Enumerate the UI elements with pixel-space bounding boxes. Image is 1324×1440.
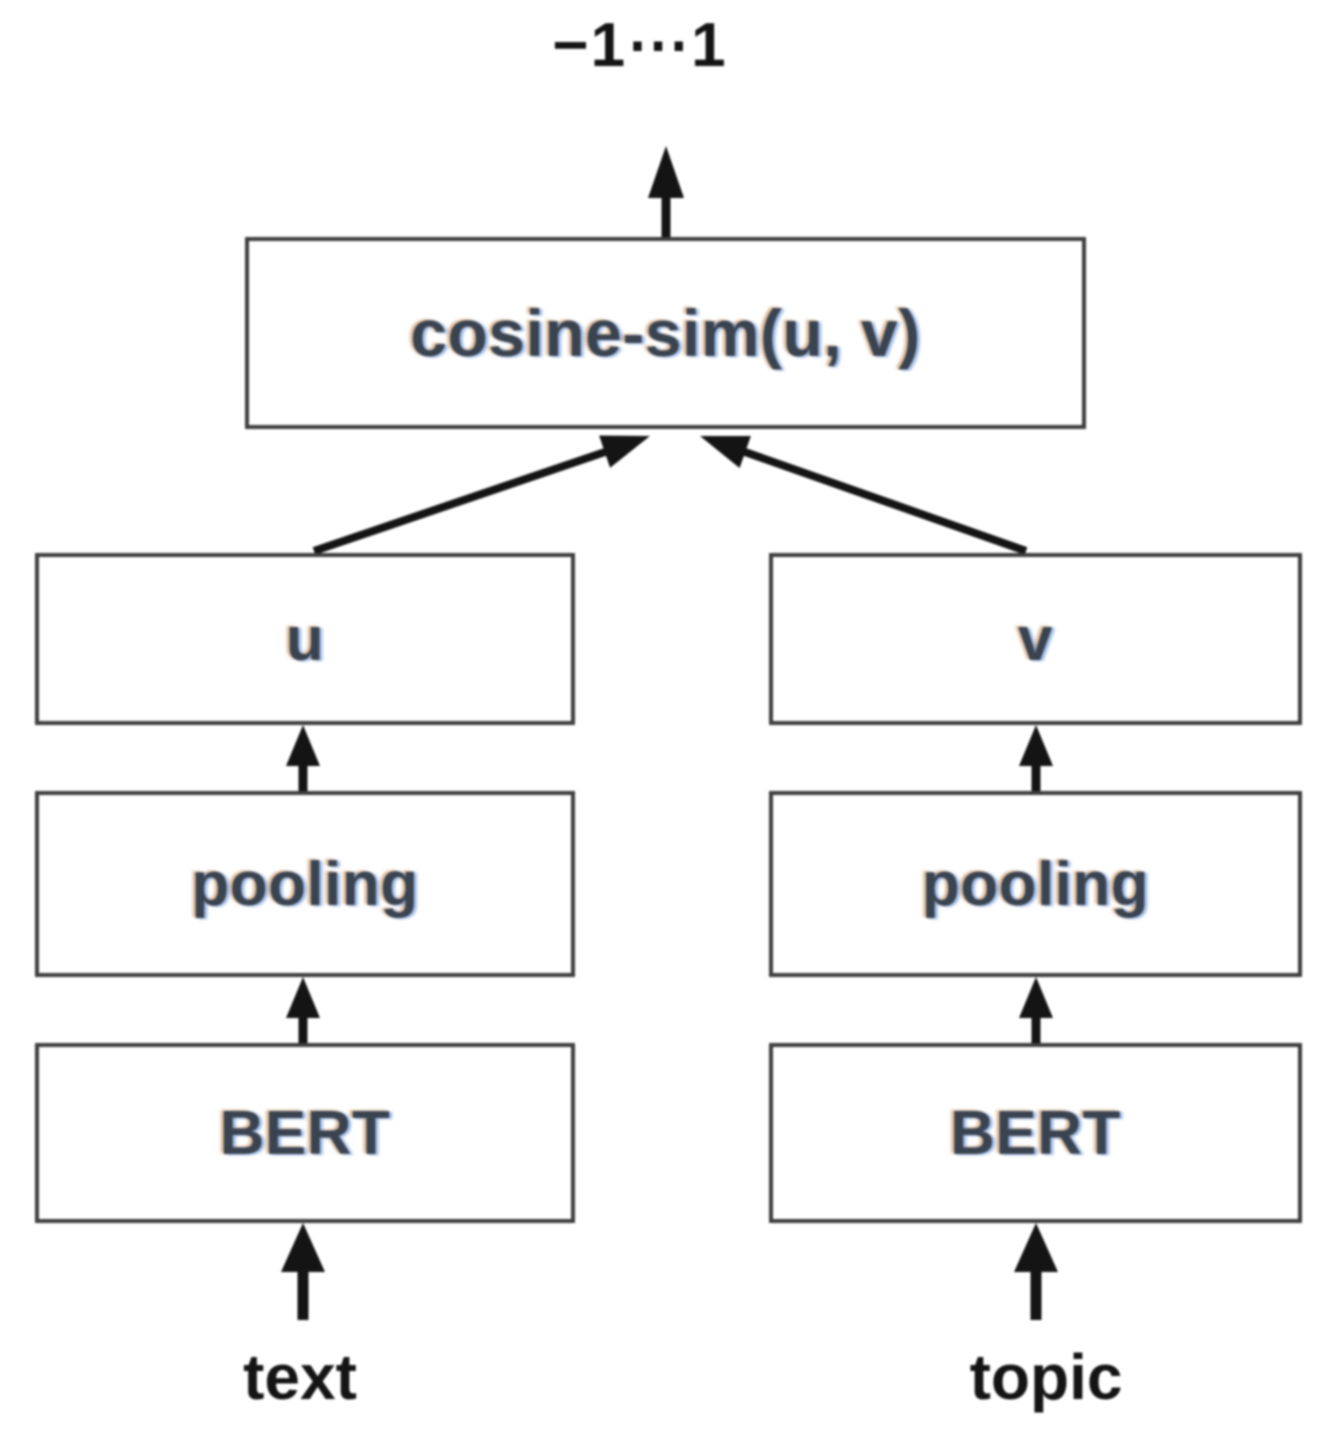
arrow-pooling-right-to-v [1019, 725, 1053, 791]
bert-left-label: BERT [219, 1098, 391, 1168]
pooling-left-label: pooling [191, 849, 419, 919]
input-label-text: text [243, 1341, 357, 1413]
pooling-right-box: pooling [769, 791, 1302, 977]
arrow-pooling-left-to-u [286, 725, 320, 791]
arrow-cosine-to-score [648, 146, 684, 237]
arrow-topic-to-bert [1014, 1223, 1058, 1320]
arrow-text-to-bert [281, 1223, 325, 1320]
cosine-sim-box: cosine-sim(u, v) [245, 237, 1086, 429]
arrow-u-to-cosine [312, 435, 650, 555]
bert-right-box: BERT [769, 1043, 1302, 1223]
bert-left-box: BERT [35, 1043, 575, 1223]
u-embedding-box: u [35, 553, 575, 725]
u-label: u [285, 604, 325, 674]
input-label-topic: topic [969, 1341, 1123, 1413]
bert-right-label: BERT [950, 1098, 1121, 1168]
pooling-left-box: pooling [35, 791, 575, 977]
arrow-v-to-cosine [700, 436, 1028, 555]
cosine-sim-label: cosine-sim(u, v) [410, 296, 921, 370]
pooling-right-label: pooling [921, 849, 1150, 919]
arrow-bert-right-to-pooling [1019, 977, 1053, 1043]
v-label: v [1018, 604, 1053, 674]
arrow-bert-left-to-pooling [286, 977, 320, 1043]
v-embedding-box: v [769, 553, 1302, 725]
output-range-label: −1⋯1 [552, 11, 728, 80]
